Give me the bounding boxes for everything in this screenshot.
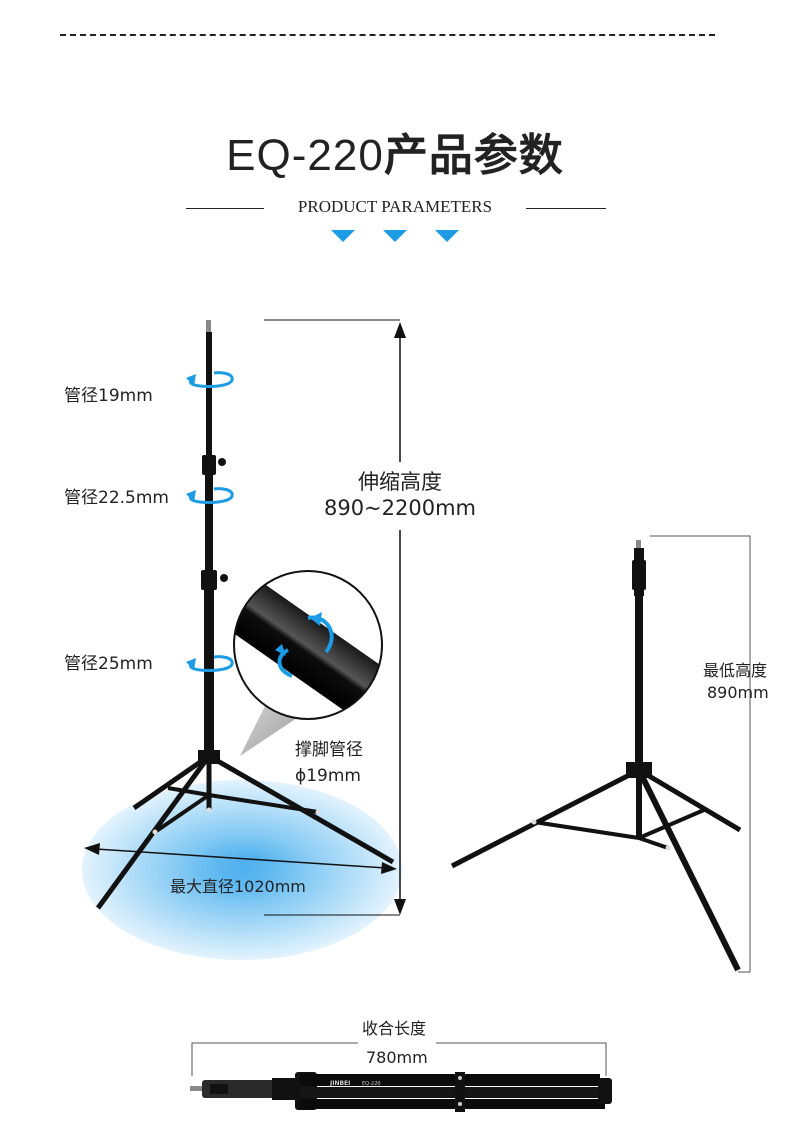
tube-diameter-mid: 管径22.5mm [64, 488, 169, 508]
subtitle: PRODUCT PARAMETERS [297, 197, 493, 216]
model-mark: EQ-220 [362, 1081, 381, 1087]
rotation-arrow-icon [186, 655, 234, 672]
chevron-down-icon [435, 230, 459, 242]
footprint-ellipse [82, 780, 402, 960]
min-height-bracket [650, 535, 751, 973]
tube-diameter-bottom: 管径25mm [64, 654, 153, 674]
light-stand-extended [95, 320, 395, 910]
min-height-value: 890mm [707, 683, 769, 702]
tube-diameter-top: 管径19mm [64, 386, 153, 406]
min-height-label: 最低高度 [703, 661, 768, 680]
height-dimension-line [264, 319, 406, 916]
extension-height-value: 890~2200mm [323, 496, 477, 520]
page-title: EQ-220产品参数 [0, 128, 790, 184]
title-cn: 产品参数 [383, 130, 564, 181]
light-stand-minimum [450, 540, 742, 972]
max-diameter-label: 最大直径1020mm [170, 877, 306, 896]
chevron-down-icon [383, 230, 407, 242]
folded-length-value: 780mm [366, 1048, 428, 1067]
folded-length-label: 收合长度 [362, 1019, 427, 1038]
leg-tube-value: ϕ19mm [295, 766, 361, 786]
model-name: EQ-220 [226, 131, 384, 180]
diameter-dimension-line [84, 843, 397, 874]
top-dashed-divider [60, 34, 715, 36]
rotation-arrow-icon [186, 371, 234, 388]
folded-length-bracket [191, 1042, 607, 1076]
chevron-down-icon [331, 230, 355, 242]
light-stand-folded [190, 1072, 612, 1112]
leg-tube-label: 撑脚管径 [295, 740, 363, 760]
subtitle-rule-right [526, 208, 606, 209]
extension-height-label: 伸缩高度 [358, 470, 442, 494]
brand-mark: JINBEI [329, 1080, 350, 1087]
subtitle-rule-left [186, 208, 264, 209]
rotation-arrow-icon [186, 487, 234, 504]
